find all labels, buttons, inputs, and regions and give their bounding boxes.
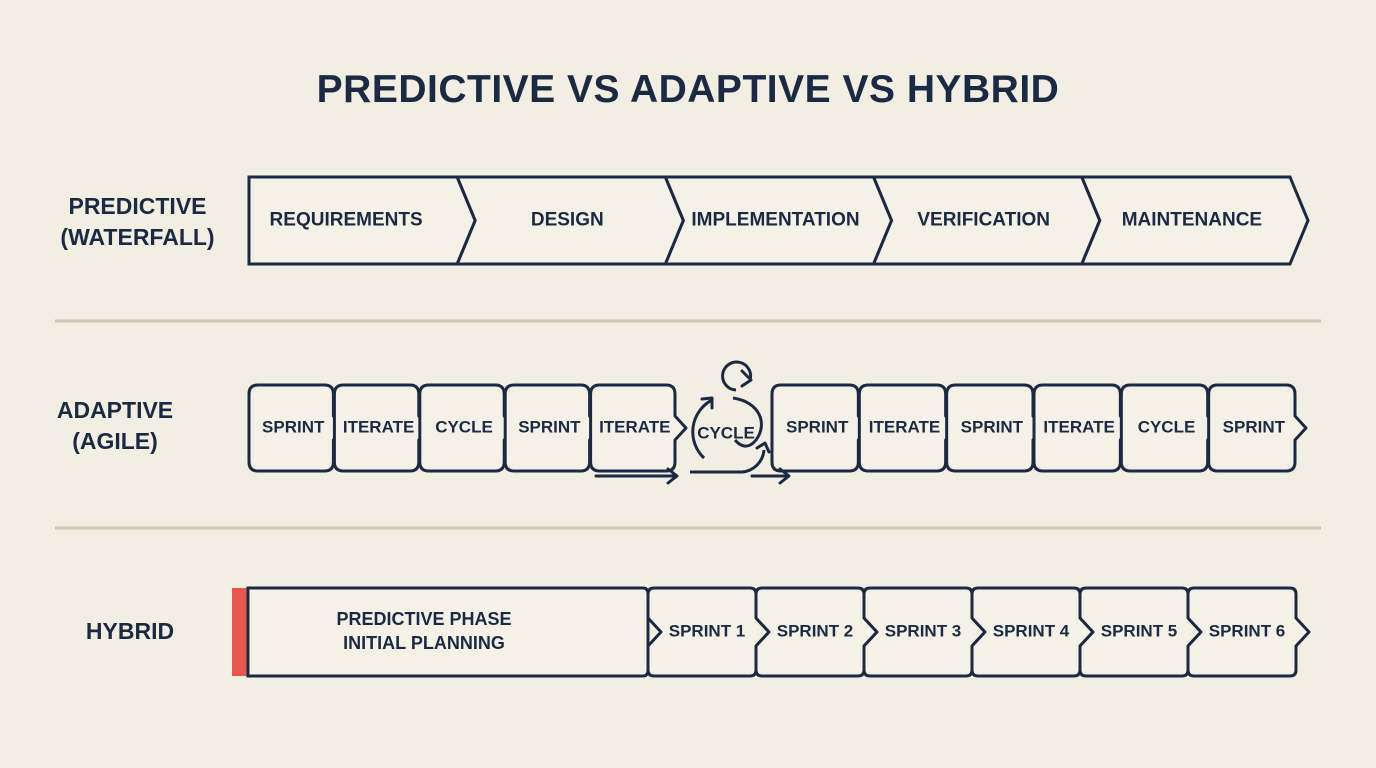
agile-step-right-5: CYCLE bbox=[1119, 383, 1221, 473]
agile-step-label: ITERATE bbox=[599, 417, 670, 436]
waterfall-phase-implementation: IMPLEMENTATION bbox=[663, 175, 894, 266]
agile-step-left-5: ITERATE bbox=[589, 383, 688, 473]
agile-step-shape bbox=[945, 383, 1046, 473]
agile-step-right-3: SPRINT bbox=[945, 383, 1046, 473]
agile-row: SPRINT ITERATE CYCLE SPRINT ITERATE SPRINT ITE… bbox=[247, 360, 1308, 485]
row-label-hybrid-text: HYBRID bbox=[85, 618, 175, 644]
agile-step-label: CYCLE bbox=[435, 417, 493, 436]
agile-step-left-4: SPRINT bbox=[503, 383, 603, 473]
row-label-hybrid: HYBRID bbox=[55, 616, 205, 647]
hybrid-sprint-shape bbox=[1186, 586, 1311, 678]
hybrid-sprint-label: SPRINT 6 bbox=[1209, 621, 1286, 640]
waterfall-phase-label: IMPLEMENTATION bbox=[691, 210, 859, 231]
agile-step-shape bbox=[857, 383, 959, 473]
hybrid-sprint-label: SPRINT 1 bbox=[669, 621, 746, 640]
agile-step-right-1: SPRINT bbox=[770, 383, 871, 473]
agile-step-shape bbox=[1207, 383, 1308, 473]
hybrid-sprint-1: SPRINT 1 bbox=[646, 586, 771, 678]
hybrid-phase-line1: PREDICTIVE PHASE bbox=[336, 609, 511, 629]
agile-step-label: ITERATE bbox=[1043, 417, 1114, 436]
cycle-arrowhead-icon bbox=[740, 369, 753, 388]
agile-step-shape bbox=[589, 383, 688, 473]
hybrid-accent-bar bbox=[232, 588, 248, 676]
hybrid-sprint-4: SPRINT 4 bbox=[970, 586, 1095, 678]
hybrid-row: PREDICTIVE PHASE INITIAL PLANNING SPRINT 1… bbox=[232, 586, 1311, 678]
agile-step-right-4: ITERATE bbox=[1032, 383, 1133, 473]
waterfall-phase-design: DESIGN bbox=[454, 175, 686, 266]
cycle-arc-left bbox=[691, 398, 713, 460]
hybrid-sprint-3: SPRINT 3 bbox=[862, 586, 987, 678]
waterfall-phase-label: MAINTENANCE bbox=[1122, 210, 1262, 231]
agile-cycle-label: CYCLE bbox=[697, 423, 755, 442]
cycle-arc-bottom bbox=[690, 449, 766, 474]
waterfall-phase-requirements: REQUIREMENTS bbox=[247, 175, 477, 266]
agile-step-shape bbox=[1032, 383, 1133, 473]
agile-step-left-2: ITERATE bbox=[332, 383, 432, 473]
agile-step-shape bbox=[770, 383, 871, 473]
agile-step-label: SPRINT bbox=[262, 417, 325, 436]
agile-step-label: SPRINT bbox=[1223, 417, 1286, 436]
agile-cycle-loop: CYCLE bbox=[594, 360, 791, 485]
hybrid-sprint-label: SPRINT 3 bbox=[885, 621, 962, 640]
row-label-adaptive: ADAPTIVE (AGILE) bbox=[40, 395, 190, 457]
agile-step-shape bbox=[418, 383, 517, 473]
waterfall-phase-verification: VERIFICATION bbox=[871, 175, 1102, 266]
agile-step-right-2: ITERATE bbox=[857, 383, 959, 473]
hybrid-sprint-label: SPRINT 5 bbox=[1101, 621, 1178, 640]
agile-step-label: SPRINT bbox=[518, 417, 581, 436]
waterfall-phase-label: VERIFICATION bbox=[917, 210, 1050, 231]
waterfall-phase-label: DESIGN bbox=[531, 210, 604, 231]
agile-step-label: CYCLE bbox=[1138, 417, 1196, 436]
agile-step-left-1: SPRINT bbox=[247, 383, 346, 473]
agile-step-right-6: SPRINT bbox=[1207, 383, 1308, 473]
row-label-adaptive-line2: (AGILE) bbox=[72, 428, 158, 454]
hybrid-sprint-2: SPRINT 2 bbox=[754, 586, 879, 678]
cycle-arrowhead-icon bbox=[700, 396, 714, 410]
agile-step-shape bbox=[332, 383, 432, 473]
row-label-predictive-line1: PREDICTIVE bbox=[68, 193, 207, 219]
hybrid-predictive-phase: PREDICTIVE PHASE INITIAL PLANNING bbox=[246, 586, 650, 678]
row-label-predictive: PREDICTIVE (WATERFALL) bbox=[40, 191, 235, 253]
flow-arrow-icon bbox=[594, 467, 679, 485]
waterfall-row: REQUIREMENTS DESIGN IMPLEMENTATION VERIFICA… bbox=[247, 175, 1310, 266]
cycle-arrowhead-icon bbox=[755, 441, 771, 454]
hybrid-sprint-label: SPRINT 2 bbox=[777, 621, 854, 640]
waterfall-phase-label: REQUIREMENTS bbox=[270, 210, 423, 231]
agile-step-shape bbox=[503, 383, 603, 473]
flow-arrow-icon bbox=[750, 467, 791, 485]
agile-step-label: SPRINT bbox=[786, 417, 849, 436]
hybrid-sprint-label: SPRINT 4 bbox=[993, 621, 1070, 640]
agile-step-label: ITERATE bbox=[343, 417, 414, 436]
agile-step-label: ITERATE bbox=[869, 417, 940, 436]
diagram-title: PREDICTIVE VS ADAPTIVE VS HYBRID bbox=[316, 68, 1060, 111]
cycle-arc-right bbox=[732, 396, 763, 448]
row-label-adaptive-line1: ADAPTIVE bbox=[56, 397, 174, 423]
agile-step-shape bbox=[1119, 383, 1221, 473]
hybrid-sprint-6: SPRINT 6 bbox=[1186, 586, 1311, 678]
waterfall-phase-shape bbox=[1079, 175, 1310, 266]
agile-step-label: SPRINT bbox=[961, 417, 1024, 436]
agile-step-shape bbox=[247, 383, 346, 473]
cycle-loop-top bbox=[721, 360, 753, 392]
hybrid-phase-line2: INITIAL PLANNING bbox=[343, 633, 505, 653]
row-label-predictive-line2: (WATERFALL) bbox=[60, 224, 215, 250]
hybrid-sprint-5: SPRINT 5 bbox=[1078, 586, 1203, 678]
agile-step-left-3: CYCLE bbox=[418, 383, 517, 473]
waterfall-phase-maintenance: MAINTENANCE bbox=[1079, 175, 1310, 266]
